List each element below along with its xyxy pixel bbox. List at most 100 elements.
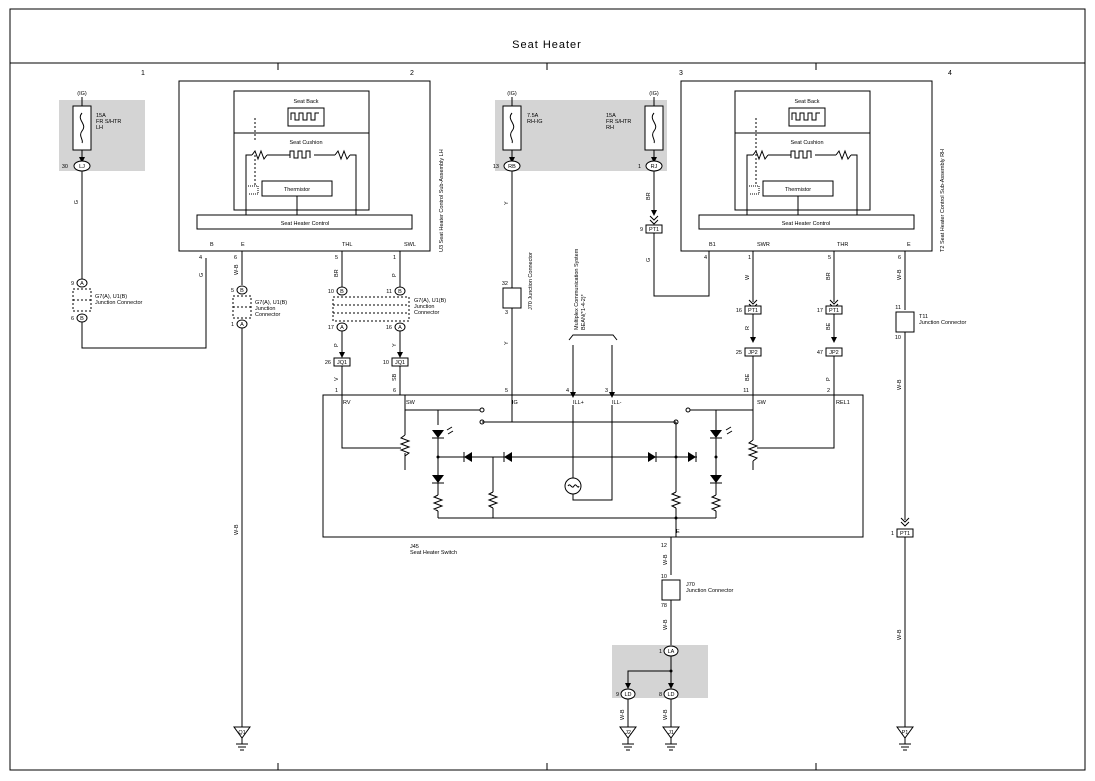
svg-text:PT1: PT1 <box>829 308 839 314</box>
svg-text:LH: LH <box>96 125 103 131</box>
column-number: 3 <box>679 70 683 77</box>
svg-text:Junction Connector: Junction Connector <box>686 588 734 594</box>
svg-text:2: 2 <box>827 388 830 394</box>
svg-text:78: 78 <box>661 603 667 609</box>
junction-connector-g7-a: A 9 B 6 G7(A), U1(B) Junction Connector <box>71 278 143 323</box>
svg-text:JP2: JP2 <box>748 350 757 356</box>
wire-color: W <box>745 274 751 280</box>
svg-text:9: 9 <box>640 227 643 233</box>
svg-text:B: B <box>240 288 244 294</box>
svg-text:12: 12 <box>661 543 667 549</box>
svg-text:T11: T11 <box>919 314 928 320</box>
connector-jp2-a: JP2 25 <box>736 347 762 357</box>
svg-text:SW: SW <box>406 400 416 406</box>
fuse-block-center: (IG) 7.5A RH-IG 13 RB (IG) 15A FR S/HTR … <box>493 91 667 172</box>
svg-text:16: 16 <box>736 308 742 314</box>
svg-text:3: 3 <box>605 388 608 394</box>
svg-text:30: 30 <box>62 164 68 170</box>
connector-pt1-a: PT1 9 <box>640 224 663 234</box>
svg-text:(IG): (IG) <box>649 91 659 97</box>
svg-text:PT1: PT1 <box>900 531 910 537</box>
svg-text:B: B <box>210 242 214 248</box>
wire-color: W-B <box>234 524 240 535</box>
switch-label: J45 <box>410 544 419 550</box>
svg-text:4: 4 <box>704 255 707 261</box>
svg-text:G7(A), U1(B): G7(A), U1(B) <box>95 294 127 300</box>
wire-color: W-B <box>663 619 669 630</box>
svg-text:THR: THR <box>837 242 848 248</box>
svg-text:10: 10 <box>661 574 667 580</box>
wire-color: P <box>826 377 832 381</box>
ground-p1: P1 <box>896 726 914 751</box>
svg-text:B: B <box>340 289 344 295</box>
svg-text:32: 32 <box>502 281 508 287</box>
svg-text:LD: LD <box>624 692 631 698</box>
diagram-title: Seat Heater <box>512 39 582 51</box>
svg-text:1: 1 <box>393 255 396 261</box>
svg-text:FR S/HTR: FR S/HTR <box>96 119 121 125</box>
svg-text:T2 Seat Heater Control Sub-Ass: T2 Seat Heater Control Sub-Assembly RH <box>940 149 946 252</box>
svg-text:25: 25 <box>736 350 742 356</box>
connector-pt1-d: PT1 1 <box>891 528 914 538</box>
svg-text:Q1: Q1 <box>238 730 245 736</box>
svg-text:1: 1 <box>891 531 894 537</box>
svg-text:RH-IG: RH-IG <box>527 119 543 125</box>
connector-jq1-a: JQ1 26 <box>325 357 351 367</box>
svg-text:16: 16 <box>386 325 392 331</box>
wire-color: V <box>334 377 340 381</box>
wire-color: P <box>392 273 398 277</box>
svg-text:8: 8 <box>659 692 662 698</box>
seat-back-label: Seat Back <box>794 99 819 105</box>
svg-text:1: 1 <box>748 255 751 261</box>
seat-heater-control-label: Seat Heater Control <box>782 221 831 227</box>
svg-text:4: 4 <box>199 255 202 261</box>
ground-block: LA 1 LD 9 LD 8 <box>612 645 708 700</box>
svg-text:B: B <box>398 289 402 295</box>
svg-text:RB: RB <box>508 164 516 170</box>
svg-text:5: 5 <box>828 255 831 261</box>
svg-text:PT1: PT1 <box>748 308 758 314</box>
wire-color: G <box>74 200 80 204</box>
svg-text:J1: J1 <box>668 730 674 736</box>
connector-jq1-b: JQ1 10 <box>383 357 409 367</box>
svg-text:B: B <box>80 316 84 322</box>
svg-text:1: 1 <box>638 164 641 170</box>
wire-color: BE <box>826 322 832 330</box>
svg-text:10: 10 <box>383 360 389 366</box>
column-markers: 1 2 3 4 <box>141 63 952 770</box>
svg-text:6: 6 <box>898 255 901 261</box>
svg-text:FR S/HTR: FR S/HTR <box>606 119 631 125</box>
seat-back-label: Seat Back <box>293 99 318 105</box>
svg-text:A: A <box>240 322 244 328</box>
connector-jp2-b: JP2 47 <box>817 347 843 357</box>
wire-color: R <box>745 326 751 330</box>
svg-text:5: 5 <box>231 288 234 294</box>
svg-text:RV: RV <box>343 400 351 406</box>
column-number: 4 <box>948 70 952 77</box>
junction-connector-g7-b: B 5 A 1 G7(A), U1(B) Junction Connector <box>231 285 287 329</box>
ground-j2: J2 <box>619 726 637 751</box>
wire-color: BR <box>646 192 652 200</box>
wire-color: W-B <box>897 269 903 280</box>
svg-text:13: 13 <box>493 164 499 170</box>
svg-text:E: E <box>241 242 245 248</box>
svg-text:RJ: RJ <box>651 164 658 170</box>
svg-text:17: 17 <box>817 308 823 314</box>
svg-text:A: A <box>340 325 344 331</box>
switch-label: Seat Heater Switch <box>410 550 457 556</box>
svg-text:J70 Junction Connector: J70 Junction Connector <box>528 252 534 310</box>
wire-color: SB <box>392 373 398 381</box>
svg-text:17: 17 <box>328 325 334 331</box>
svg-text:LD: LD <box>667 692 674 698</box>
wire-color: W-B <box>663 554 669 565</box>
connector-pt1-c: PT1 17 <box>817 305 843 315</box>
svg-text:G7(A), U1(B): G7(A), U1(B) <box>414 298 446 304</box>
svg-text:J2: J2 <box>625 730 631 736</box>
svg-text:PT1: PT1 <box>649 227 659 233</box>
svg-text:Multiplex Communication System: Multiplex Communication System <box>574 248 580 330</box>
svg-text:1: 1 <box>335 388 338 394</box>
connector-pt1-b: PT1 16 <box>736 305 762 315</box>
svg-text:10: 10 <box>895 335 901 341</box>
svg-text:6: 6 <box>71 316 74 322</box>
svg-text:9: 9 <box>71 281 74 287</box>
